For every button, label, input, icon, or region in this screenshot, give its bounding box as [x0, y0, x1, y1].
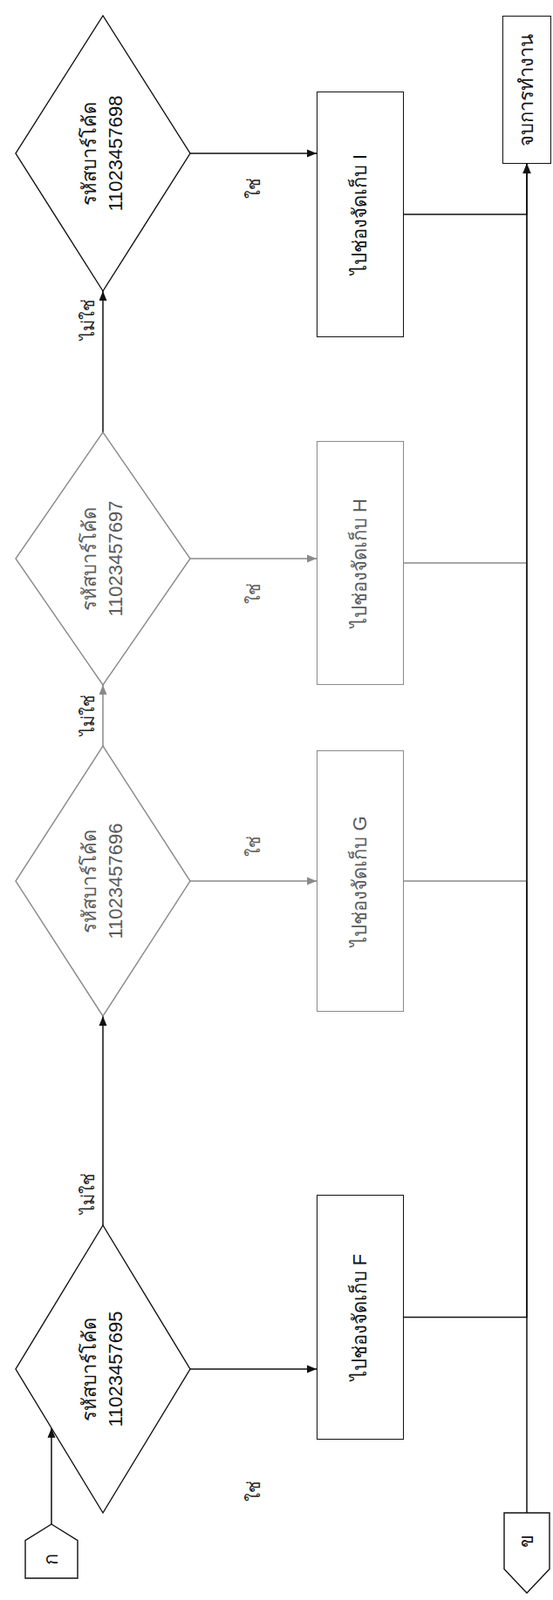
- decision-diamond-shape: [15, 746, 191, 1018]
- decision-diamond: รหัสบาร์โค้ด 11023457695: [15, 1226, 191, 1515]
- process-box: ไปช่องจัดเก็บ H: [316, 441, 404, 686]
- node-text: จบการทำงาน: [513, 34, 540, 147]
- offpage-connector-outline: [504, 1514, 550, 1595]
- process-box: ไปช่องจัดเก็บ F: [316, 1195, 404, 1441]
- decision-diamond-shape: [15, 15, 191, 292]
- node-text: รหัสบาร์โค้ด 11023457696: [76, 770, 129, 994]
- offpage-connector: ก: [25, 1525, 78, 1580]
- edge-label: ไม่ใช่: [76, 1171, 100, 1218]
- decision-diamond-outline: [15, 432, 191, 686]
- process-box: ไปช่องจัดเก็บ G: [316, 750, 404, 1013]
- connector: [403, 163, 532, 215]
- connector: [99, 291, 108, 433]
- node-text: ข: [513, 1536, 540, 1550]
- offpage-connector-outline: [25, 1525, 78, 1580]
- text-group: จบการทำงาน: [513, 34, 540, 147]
- connector-line: [403, 163, 527, 1319]
- connector-line: [403, 163, 527, 215]
- node-text: ไปช่องจัดเก็บ H: [347, 498, 374, 629]
- connector: [190, 878, 317, 887]
- connector: [523, 163, 532, 1515]
- process-box: ไปช่องจัดเก็บ I: [316, 91, 404, 338]
- arrowhead: [307, 555, 317, 564]
- decision-diamond-outline: [15, 15, 191, 292]
- edge-label: ใช่: [242, 833, 266, 861]
- connector-line: [50, 1429, 53, 1526]
- arrowhead: [99, 291, 108, 301]
- connector-line: [190, 558, 317, 560]
- edge-label: ใช่: [242, 175, 266, 202]
- connector: [99, 1017, 108, 1227]
- arrowhead: [523, 163, 532, 174]
- connector: [403, 163, 532, 564]
- decision-diamond: รหัสบาร์โค้ด 11023457698: [15, 15, 191, 292]
- arrowhead: [307, 1366, 317, 1375]
- node-text: รหัสบาร์โค้ด 11023457697: [76, 447, 129, 671]
- decision-diamond-shape: [15, 1226, 191, 1515]
- node-text: ไปช่องจัดเก็บ F: [347, 1255, 374, 1383]
- arrowhead: [99, 685, 108, 696]
- arrowhead: [523, 163, 532, 174]
- connector-line: [525, 163, 528, 1515]
- node-text: รหัสบาร์โค้ด 11023457695: [76, 1258, 129, 1482]
- arrowhead: [523, 163, 532, 174]
- connector-line: [190, 880, 317, 883]
- node-text: รหัสบาร์โค้ด 11023457698: [76, 41, 129, 266]
- node-text: ไปช่องจัดเก็บ I: [347, 154, 374, 275]
- node-text: ไปช่องจัดเก็บ G: [347, 816, 374, 947]
- connector-line: [102, 1017, 104, 1227]
- text-group: รหัสบาร์โค้ด 11023457697: [76, 447, 129, 671]
- connector: [190, 555, 317, 564]
- connector-line: [190, 152, 317, 155]
- decision-diamond-shape: [15, 432, 191, 686]
- connector-line: [403, 163, 527, 882]
- connector: [403, 163, 532, 882]
- offpage-connector-shape: [25, 1525, 78, 1580]
- arrowhead: [523, 163, 532, 174]
- connector: [47, 1429, 56, 1526]
- text-group: ข: [513, 1536, 540, 1550]
- text-group: รหัสบาร์โค้ด 11023457695: [76, 1258, 129, 1482]
- text-group: รหัสบาร์โค้ด 11023457698: [76, 41, 129, 266]
- connector-line: [403, 163, 527, 564]
- terminal-box: จบการทำงาน: [502, 15, 552, 164]
- connector: [99, 685, 108, 747]
- arrowhead: [307, 878, 317, 887]
- connector: [403, 163, 532, 1319]
- edge-label: ไม่ใช่: [76, 296, 100, 343]
- text-group: รหัสบาร์โค้ด 11023457696: [76, 770, 129, 994]
- text-group: ไปช่องจัดเก็บ I: [347, 154, 374, 275]
- text-group: ก: [38, 1555, 65, 1567]
- decision-diamond: รหัสบาร์โค้ด 11023457697: [15, 432, 191, 686]
- decision-diamond: รหัสบาร์โค้ด 11023457696: [15, 746, 191, 1018]
- connector-line: [102, 291, 104, 433]
- edge-label: ใช่: [242, 1479, 266, 1506]
- node-text: ก: [38, 1555, 65, 1567]
- text-group: ไปช่องจัดเก็บ G: [347, 816, 374, 947]
- decision-diamond-outline: [15, 1226, 191, 1515]
- arrowhead: [523, 163, 532, 174]
- connector: [190, 1366, 317, 1375]
- offpage-connector: ข: [504, 1514, 550, 1595]
- edge-label: ไม่ใช่: [76, 692, 100, 739]
- text-group: ไปช่องจัดเก็บ F: [347, 1255, 374, 1383]
- offpage-connector-shape: [504, 1514, 550, 1595]
- decision-diamond-outline: [15, 746, 191, 1018]
- arrowhead: [307, 150, 317, 158]
- arrowhead: [99, 1017, 108, 1027]
- edge-label: ใช่: [242, 580, 266, 608]
- connector-line: [190, 1369, 317, 1372]
- connector: [190, 150, 317, 158]
- text-group: ไปช่องจัดเก็บ H: [347, 498, 374, 629]
